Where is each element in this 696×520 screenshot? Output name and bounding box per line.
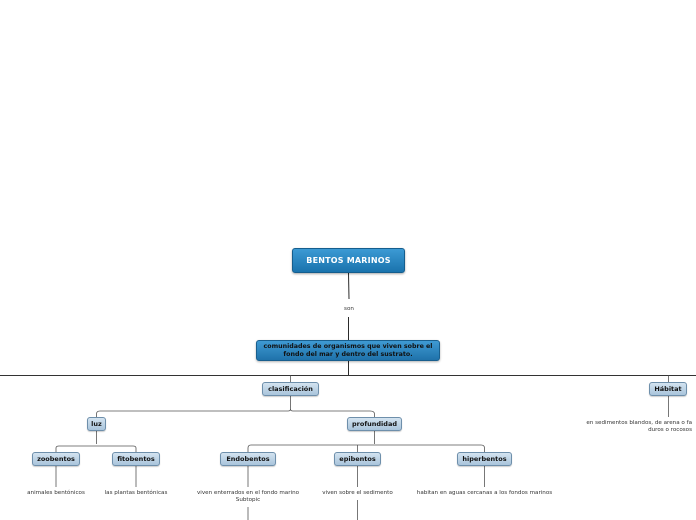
luz-topic-label: luz <box>91 420 102 428</box>
connector-clasificacion-profundidad <box>290 408 375 417</box>
fitobentos-topic[interactable]: fitobentos <box>112 452 160 466</box>
zoobentos-description: animales bentónicos <box>27 490 85 496</box>
definition-topic-label: comunidades de organismos que viven sobr… <box>263 342 433 358</box>
root-topic[interactable]: BENTOS MARINOS <box>292 248 405 273</box>
hiperbentos-topic[interactable]: hiperbentos <box>457 452 512 466</box>
luz-topic[interactable]: luz <box>87 417 106 431</box>
relationship-label: son <box>344 306 354 312</box>
zoobentos-topic-label: zoobentos <box>37 455 75 463</box>
connector-luz-children <box>55 431 137 452</box>
habitat-description: en sedimentos blandos, de arena o fa dur… <box>586 420 692 433</box>
clasificacion-topic-label: clasificación <box>268 385 313 393</box>
root-topic-label: BENTOS MARINOS <box>306 256 391 265</box>
definition-topic[interactable]: comunidades de organismos que viven sobr… <box>256 340 440 361</box>
connector-root-son <box>348 272 350 300</box>
profundidad-topic[interactable]: profundidad <box>347 417 402 431</box>
epibentos-topic-label: epibentos <box>339 455 376 463</box>
endobentos-description: viven enterrados en el fondo marino Subt… <box>196 490 300 503</box>
connector-profundidad-children <box>247 431 485 452</box>
zoobentos-topic[interactable]: zoobentos <box>32 452 80 466</box>
connector-clasificacion-luz <box>96 396 291 417</box>
endobentos-topic[interactable]: Endobentos <box>220 452 276 466</box>
habitat-topic[interactable]: Hábitat <box>649 382 687 396</box>
epibentos-topic[interactable]: epibentos <box>334 452 381 466</box>
hiperbentos-description: habitan en aguas cercanas a los fondos m… <box>416 490 553 496</box>
fitobentos-description: las plantas bentónicas <box>104 490 168 496</box>
epibentos-description: viven sobre el sedimento <box>322 490 393 496</box>
endobentos-topic-label: Endobentos <box>226 455 270 463</box>
habitat-topic-label: Hábitat <box>654 385 682 393</box>
clasificacion-topic[interactable]: clasificación <box>262 382 319 396</box>
hiperbentos-topic-label: hiperbentos <box>462 455 507 463</box>
profundidad-topic-label: profundidad <box>352 420 397 428</box>
fitobentos-topic-label: fitobentos <box>117 455 155 463</box>
